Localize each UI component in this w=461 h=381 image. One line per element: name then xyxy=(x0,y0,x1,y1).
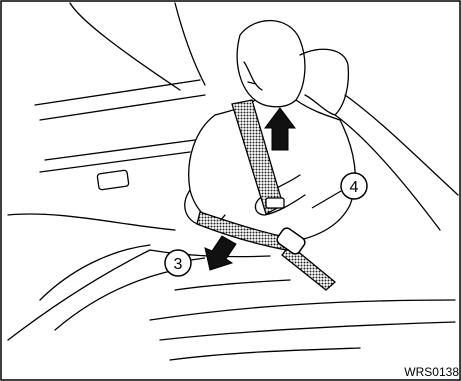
callout-4-label: 4 xyxy=(350,179,359,196)
callout-3-label: 3 xyxy=(174,256,183,273)
latch-plate xyxy=(266,198,284,208)
figure-reference-code: WRS0138 xyxy=(404,365,459,379)
